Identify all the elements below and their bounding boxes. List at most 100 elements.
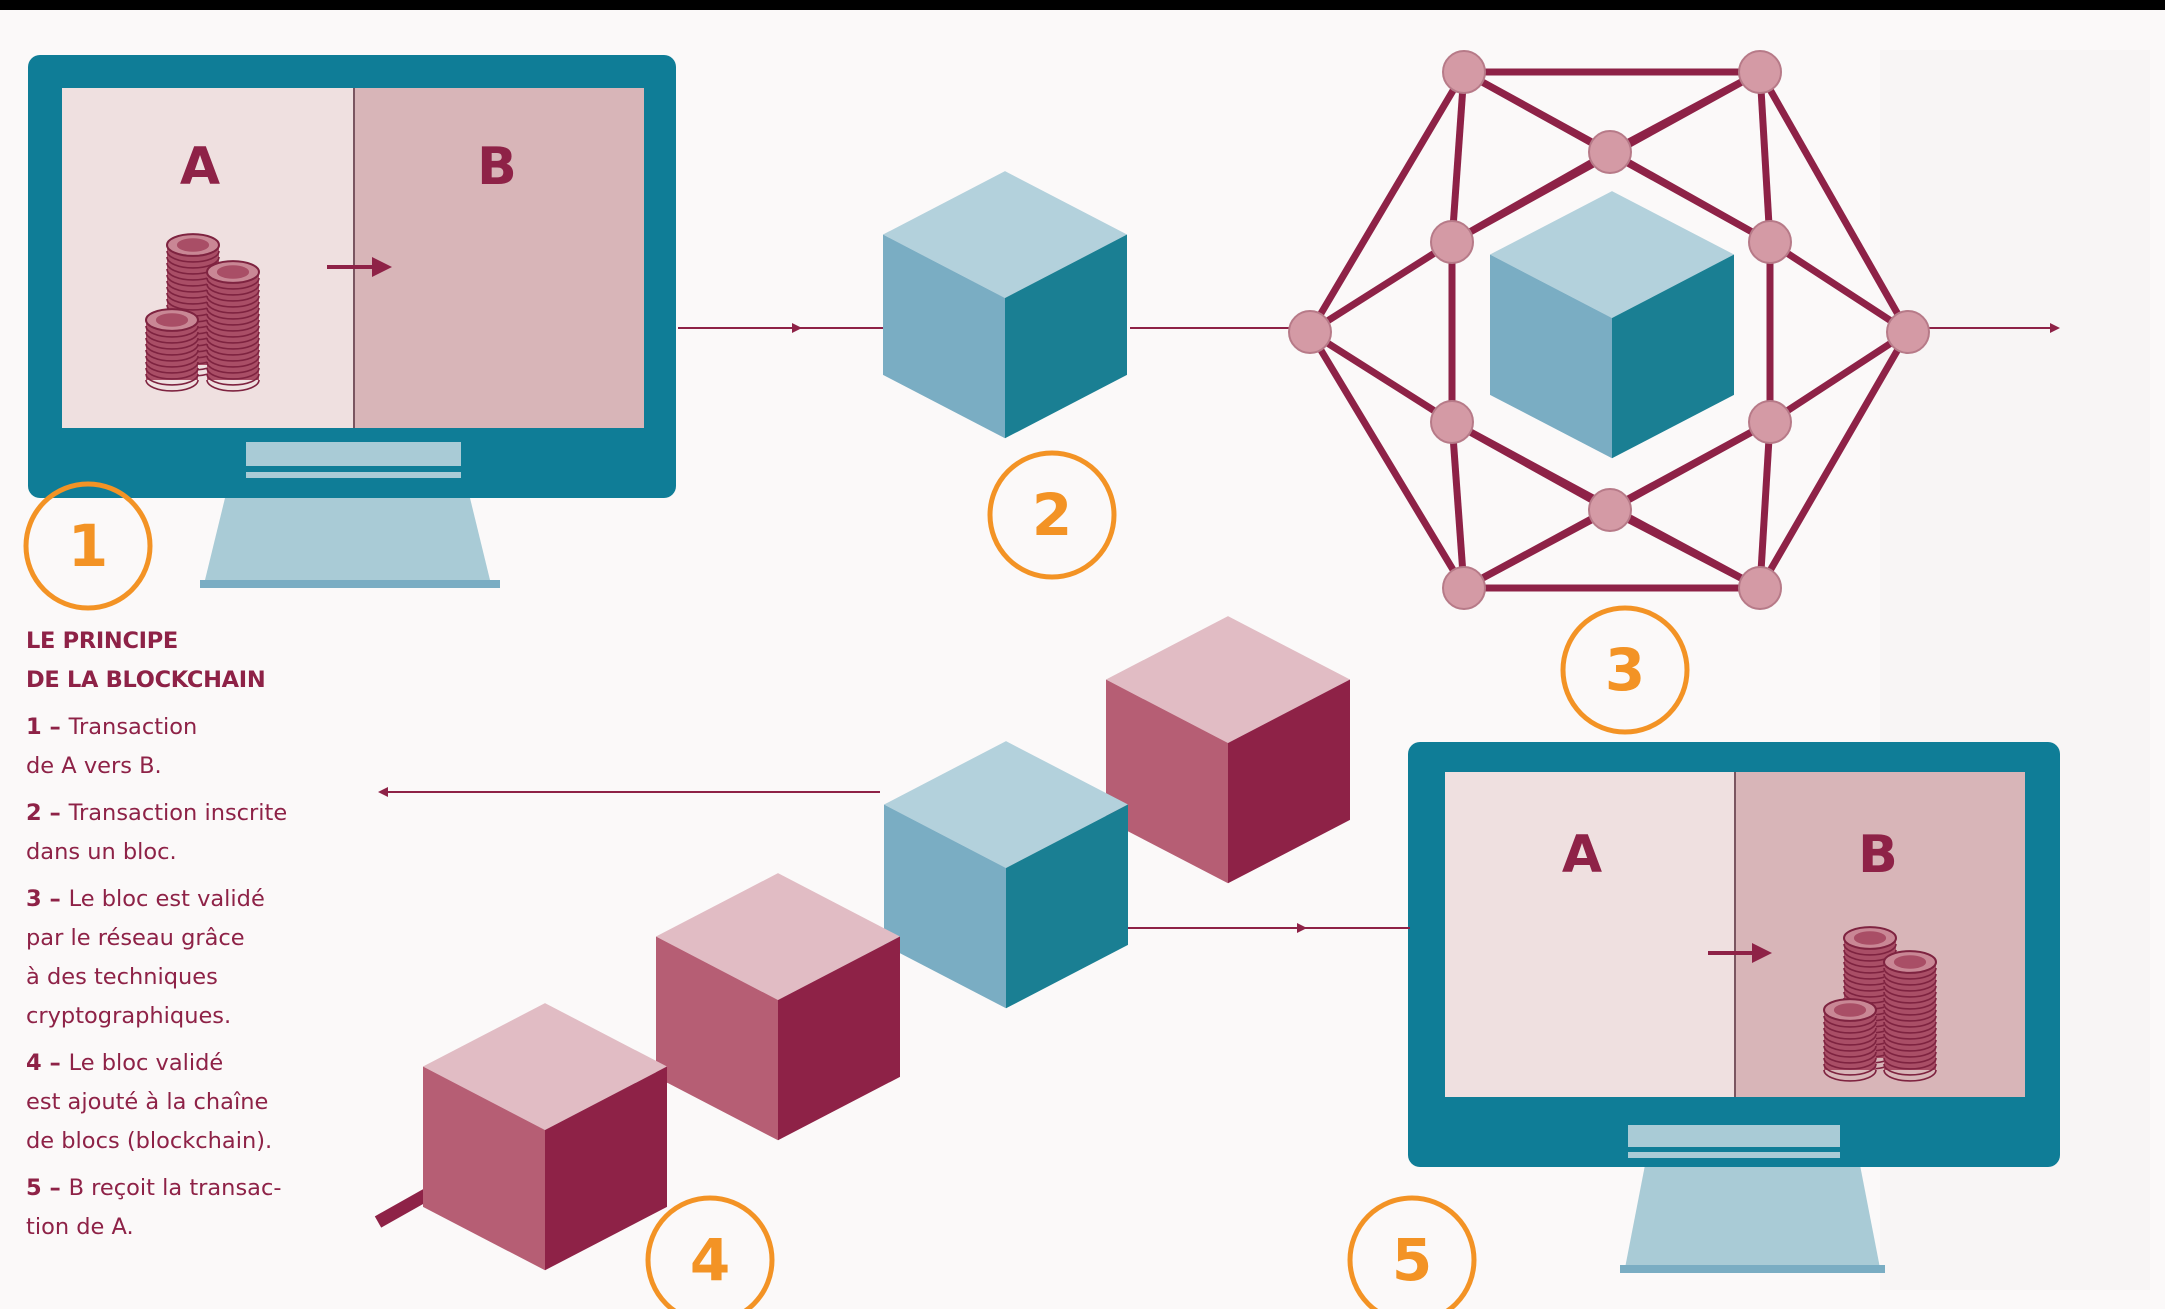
legend-item-line: 4 – Le bloc validé: [26, 1050, 224, 1076]
coin-edge: [206, 349, 260, 362]
coin-edge: [145, 349, 199, 362]
coin-edge: [206, 331, 260, 344]
legend-items: 1 – Transaction de A vers B. 2 – Transacti…: [26, 708, 326, 1247]
step-marker-5: 5: [1347, 1195, 1477, 1309]
monitor-slot-line: [1628, 1152, 1840, 1158]
step-circle: [23, 481, 153, 611]
monitor-slot-line: [246, 472, 461, 478]
coin-edge: [206, 337, 260, 350]
coin-edge: [1823, 1033, 1877, 1046]
coin-edge: [1823, 1069, 1877, 1082]
cube-left-face: [1490, 254, 1612, 459]
legend-item-line: de A vers B.: [26, 753, 162, 779]
network-node: [1288, 310, 1332, 354]
legend-item-line: dans un bloc.: [26, 839, 177, 865]
network-node: [1886, 310, 1930, 354]
step-marker-4: 4: [645, 1195, 775, 1309]
network-node: [1748, 220, 1792, 264]
undefined: [656, 873, 900, 1141]
cube-right-face: [778, 936, 900, 1141]
coin-top-inner: [176, 238, 210, 252]
coin-edge: [1883, 1003, 1937, 1016]
cube-left-face: [883, 234, 1005, 439]
coin-edge: [206, 283, 260, 296]
monitor-label-a: A: [1562, 825, 1602, 885]
coin-edge: [206, 343, 260, 356]
network-edge: [1756, 330, 1912, 590]
coin-top-inner: [1833, 1003, 1867, 1017]
transfer-arrow-icon: [327, 257, 392, 277]
cube-top-face: [656, 873, 900, 1000]
coin-edge: [1883, 1057, 1937, 1070]
coin-edge: [206, 301, 260, 314]
coin-edge: [206, 367, 260, 380]
monitor-slot: [1628, 1125, 1840, 1147]
monitor-label-a: A: [180, 137, 220, 197]
legend-item-line: de blocs (blockchain).: [26, 1128, 273, 1154]
monitor-receiver: A B: [1408, 742, 2060, 1273]
legend-item-number: 3 –: [26, 886, 69, 912]
undefined: [423, 1003, 667, 1271]
cube-left-face: [423, 1066, 545, 1271]
step-circle: [645, 1195, 775, 1309]
network-node: [1430, 220, 1474, 264]
legend-item-line: à des techniques: [26, 964, 218, 990]
monitor-sender: A B: [28, 55, 676, 588]
coin-edge: [206, 319, 260, 332]
coin-edge: [166, 250, 220, 263]
legend-item-line: cryptographiques.: [26, 1003, 232, 1029]
step-marker-3: 3: [1560, 605, 1690, 735]
undefined: [883, 171, 1127, 439]
coin-edge: [206, 307, 260, 320]
legend-item-number: 2 –: [26, 800, 69, 826]
legend-title: LE PRINCIPE DE LA BLOCKCHAIN: [26, 622, 326, 700]
legend-item-number: 4 –: [26, 1050, 69, 1076]
coin-edge: [1823, 1063, 1877, 1076]
step-number: 5: [1392, 1226, 1432, 1294]
legend-item: 1 – Transaction de A vers B.: [26, 708, 326, 786]
coin-stack-body: [207, 272, 259, 380]
legend-item: 2 – Transaction inscrite dans un bloc.: [26, 794, 326, 872]
step-circle: [1560, 605, 1690, 735]
coin-edge: [1883, 1063, 1937, 1076]
transfer-arrow-icon: [1708, 943, 1772, 963]
validation-network: [1288, 50, 1930, 610]
undefined: [1490, 191, 1734, 459]
coin-stack-body: [1884, 962, 1936, 1070]
network-edge: [1768, 329, 1910, 425]
coin-stack-icon: [145, 233, 260, 392]
coin-edge: [206, 277, 260, 290]
coin-edge: [1823, 1051, 1877, 1064]
network-node: [1738, 566, 1782, 610]
cube-left-face: [656, 936, 778, 1141]
legend-item-line: est ajouté à la chaîne: [26, 1089, 269, 1115]
network-node: [1430, 400, 1474, 444]
network-edge: [1448, 421, 1468, 589]
legend-item-line: tion de A.: [26, 1214, 134, 1240]
coin-edge: [145, 379, 199, 392]
coin-edge: [206, 355, 260, 368]
coin-edge: [1883, 997, 1937, 1010]
legend: LE PRINCIPE DE LA BLOCKCHAIN 1 – Transac…: [26, 622, 326, 1255]
monitor-base: [1620, 1265, 1885, 1273]
network-edge: [1756, 71, 1774, 243]
coin-edge: [1883, 1039, 1937, 1052]
undefined: [1106, 616, 1350, 884]
legend-item-line: 1 – Transaction: [26, 714, 198, 740]
monitor-label-b: B: [477, 137, 517, 197]
step-circle: [987, 450, 1117, 580]
coin-edge: [145, 373, 199, 386]
coin-edge: [145, 355, 199, 368]
coin-edge: [1883, 1051, 1937, 1064]
network-node: [1442, 50, 1486, 94]
legend-item-number: 1 –: [26, 714, 69, 740]
coin-edge: [1883, 991, 1937, 1004]
legend-item-line: 2 – Transaction inscrite: [26, 800, 288, 826]
step-number: 3: [1605, 636, 1645, 704]
coin-edge: [145, 343, 199, 356]
coin-edge: [206, 313, 260, 326]
